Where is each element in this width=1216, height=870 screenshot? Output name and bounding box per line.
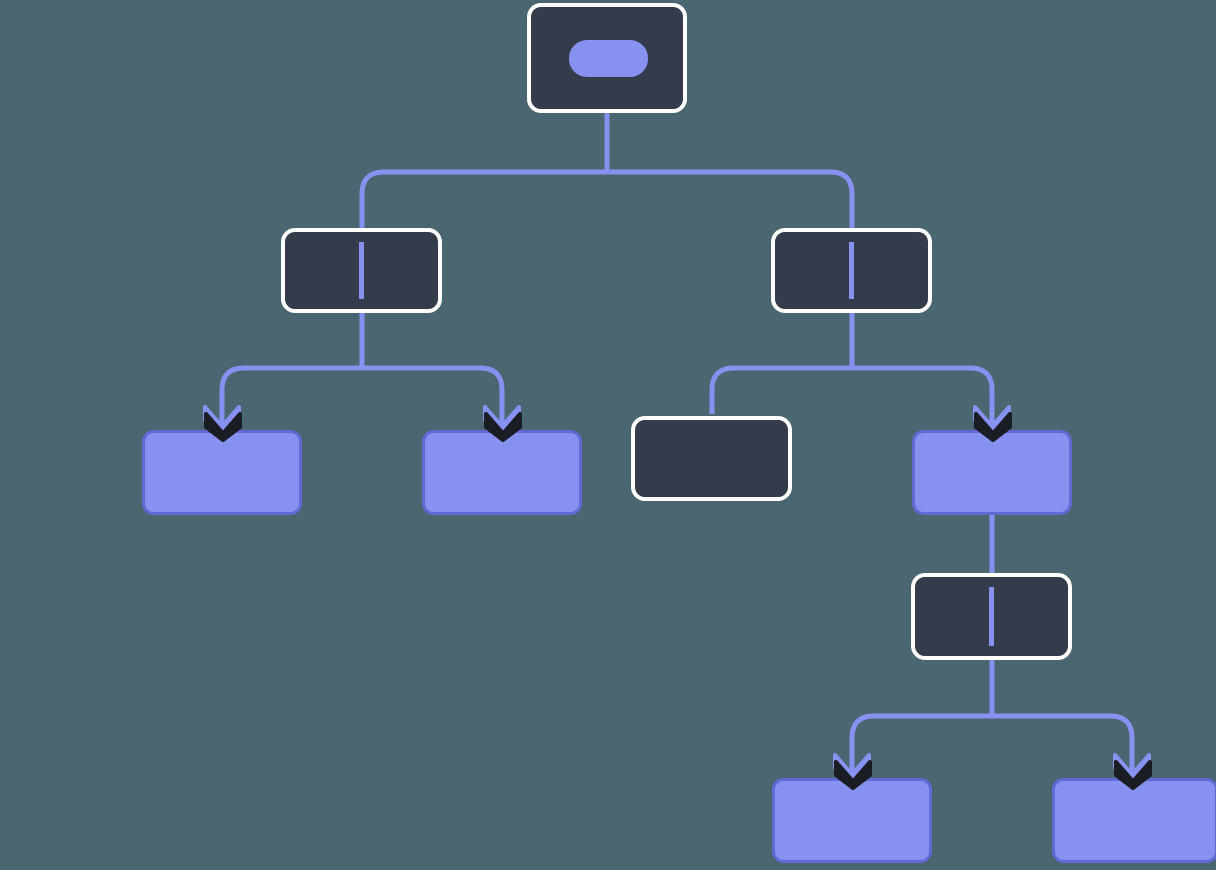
empty-node-box[interactable] <box>631 416 792 501</box>
connector-layer <box>219 76 1135 784</box>
leaf-node-2-box[interactable] <box>422 430 582 515</box>
arrow-head-icon <box>973 405 1012 442</box>
leaf-node-2[interactable] <box>422 430 582 515</box>
arrow-head-icon <box>833 753 872 790</box>
leaf-node-1-box[interactable] <box>142 430 302 515</box>
leaf-node-4-box[interactable] <box>1052 778 1216 863</box>
leaf-node-1[interactable] <box>142 430 302 515</box>
arrow-head-icon <box>483 405 522 442</box>
branch-leaf-node[interactable] <box>912 430 1072 515</box>
arrow-head-icon <box>834 760 872 790</box>
empty-node[interactable] <box>631 416 792 501</box>
leaf-node-3[interactable] <box>772 778 932 863</box>
arrow-head-icon <box>203 405 242 442</box>
arrow-head-icon <box>1114 760 1152 790</box>
arrow-head-icon <box>204 412 242 442</box>
root-node-pill-icon <box>569 40 648 77</box>
connector-root-to-branch-right <box>607 169 855 250</box>
connector-branch-left-to-leaf-1 <box>219 365 362 436</box>
arrow-head-icon <box>1113 753 1152 790</box>
leaf-node-4[interactable] <box>1052 778 1216 863</box>
connector-sub-branch-to-leaf-3 <box>849 713 992 784</box>
connector-branch-right-to-branch-leaf <box>852 365 995 436</box>
connector-branch-right-to-empty-node <box>709 365 852 414</box>
connector-branch-left-to-leaf-2 <box>362 365 505 436</box>
root-node[interactable] <box>527 3 687 113</box>
connector-sub-branch-to-leaf-4 <box>992 713 1135 784</box>
branch-leaf-node-box[interactable] <box>912 430 1072 515</box>
arrow-head-layer <box>203 405 1152 790</box>
leaf-node-3-box[interactable] <box>772 778 932 863</box>
arrow-head-icon <box>974 412 1012 442</box>
node-layer <box>142 3 1216 863</box>
line-through-layer <box>359 242 994 646</box>
arrow-head-icon <box>484 412 522 442</box>
connector-root-to-branch-left <box>359 169 607 250</box>
